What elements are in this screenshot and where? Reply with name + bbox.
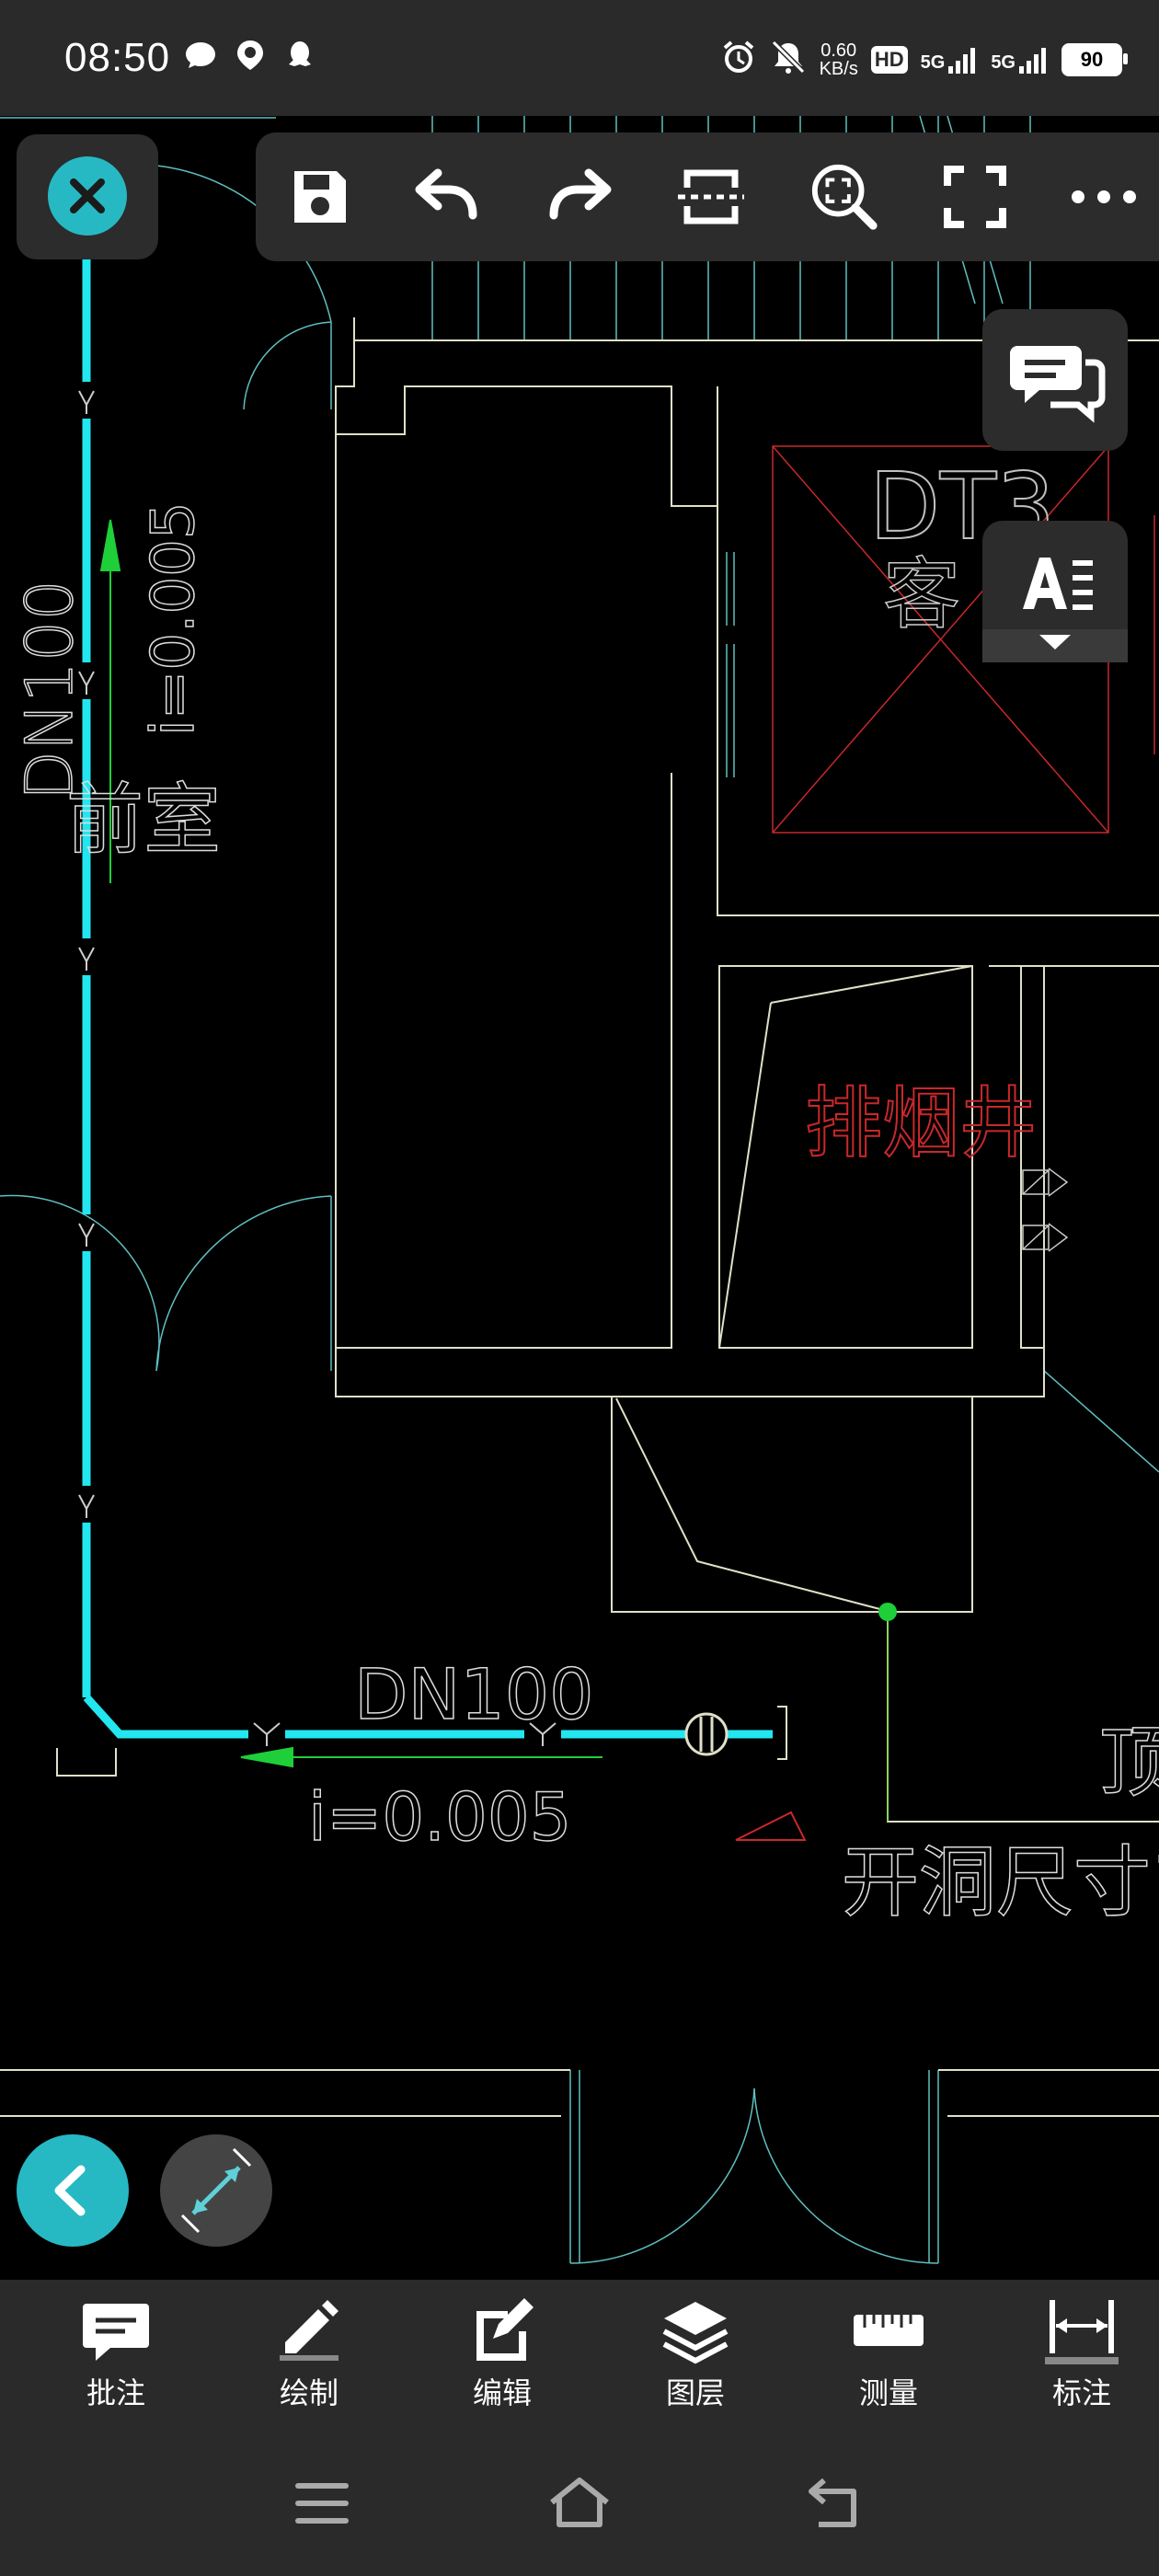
edit-icon: [465, 2298, 539, 2364]
redo-icon: [549, 168, 612, 220]
slope-label-vertical: i=0.005: [140, 501, 208, 736]
triangle-mark: [735, 1811, 807, 1841]
tab-label: 图层: [665, 2375, 725, 2410]
zoom-window-button[interactable]: [808, 160, 881, 234]
pencil-icon: [272, 2298, 346, 2364]
net-speed-unit: KB/s: [819, 58, 858, 79]
room-label-vestibule: 前室: [66, 775, 221, 865]
save-button[interactable]: [283, 160, 357, 234]
battery-indicator: 90: [1061, 42, 1128, 76]
ruler-icon: [852, 2298, 925, 2364]
pipe-y-marks: [78, 390, 557, 1746]
undo-icon: [415, 168, 477, 220]
sim1-signal: 5G: [921, 46, 979, 74]
layers-icon: [659, 2298, 732, 2364]
net-speed-value: 0.60: [820, 40, 857, 61]
save-icon: [294, 171, 346, 223]
tab-label: 标注: [1051, 2375, 1111, 2410]
tab-measure[interactable]: 测量: [815, 2298, 962, 2418]
undo-button[interactable]: [412, 160, 486, 234]
mute-icon: [770, 39, 807, 80]
close-button[interactable]: [17, 134, 158, 259]
opening-size-label: 开洞尺寸150: [842, 1837, 1159, 1927]
redo-button[interactable]: [541, 160, 614, 234]
text-style-button[interactable]: [982, 521, 1128, 662]
sim1-network-label: 5G: [920, 52, 946, 73]
fit-screen-button[interactable]: [938, 160, 1012, 234]
back-button[interactable]: [800, 2471, 874, 2536]
status-bar: 08:50 0.60 KB/s HD 5G 5G 90: [0, 0, 1159, 116]
diagonal-dimension-icon: [180, 2147, 252, 2234]
walls: [0, 317, 1159, 2117]
tab-annotate[interactable]: 批注: [42, 2298, 189, 2418]
home-icon: [550, 2478, 609, 2527]
tab-layers[interactable]: 图层: [622, 2298, 769, 2418]
more-button[interactable]: [1067, 160, 1141, 234]
zoom-window-icon: [811, 164, 878, 230]
chevron-down-icon: [1039, 635, 1071, 650]
door-swings: [0, 165, 1159, 2264]
crop-select-icon: [678, 169, 744, 224]
sim2-signal: 5G: [991, 46, 1049, 74]
smoke-shaft-label: 排烟井: [805, 1078, 1037, 1168]
recent-apps-button[interactable]: [285, 2471, 359, 2536]
vent-symbols: [1022, 1167, 1069, 1252]
tab-label: 编辑: [472, 2375, 532, 2410]
back-arrow-icon: [809, 2478, 856, 2527]
bottom-tab-bar: 批注 绘制 编辑 图层 测量 标注: [0, 2280, 1159, 2431]
comment-icon: [79, 2298, 153, 2364]
tab-label: 批注: [86, 2375, 145, 2410]
top-toolbar: [256, 132, 1159, 261]
tab-draw[interactable]: 绘制: [235, 2298, 383, 2418]
signal-bars-icon: [948, 47, 976, 74]
aligned-dimension-button[interactable]: [160, 2134, 272, 2247]
slope-label-horizontal: i=0.005: [308, 1778, 571, 1856]
tab-label: 绘制: [279, 2375, 339, 2410]
comments-button[interactable]: [982, 309, 1128, 451]
fullscreen-icon: [944, 166, 1006, 228]
menu-lines-icon: [295, 2483, 349, 2524]
cad-drawing-canvas[interactable]: DN100 i=0.005 前室 DT3 客 排烟井 DN100 i=0.005…: [0, 116, 1159, 2280]
signal-bars-icon: [1019, 47, 1046, 74]
close-icon: [48, 156, 127, 236]
chevron-left-icon: [54, 2165, 86, 2216]
top-label-partial: 顶: [1099, 1718, 1159, 1808]
tab-label: 测量: [858, 2375, 918, 2410]
pipe-label-vertical: DN100: [12, 580, 87, 800]
baidu-icon: [234, 39, 267, 72]
drain-pipe-vertical: [82, 166, 773, 1739]
status-time: 08:50: [64, 35, 171, 80]
leader-point: [878, 1603, 897, 1621]
sim2-network-label: 5G: [991, 52, 1016, 73]
pipe-label-horizontal: DN100: [354, 1653, 593, 1735]
net-speed: 0.60 KB/s: [820, 41, 858, 78]
elevator-sub-label: 客: [883, 549, 960, 639]
hd-badge: HD: [870, 45, 908, 74]
dimension-icon: [1045, 2298, 1119, 2364]
home-button[interactable]: [543, 2471, 616, 2536]
slope-arrows: [99, 519, 602, 1768]
cleanout-symbol: [684, 1712, 729, 1756]
text-style-icon: [982, 558, 1128, 662]
select-area-button[interactable]: [674, 160, 748, 234]
system-navigation-bar: [0, 2431, 1159, 2576]
more-dots-icon: [1072, 190, 1136, 203]
tab-edit[interactable]: 编辑: [429, 2298, 576, 2418]
tab-dimension[interactable]: 标注: [1008, 2298, 1155, 2418]
alarm-icon: [720, 39, 757, 80]
qq-icon: [283, 39, 316, 72]
collapse-button[interactable]: [17, 2134, 129, 2247]
message-icon: [184, 39, 217, 72]
comments-icon: [1010, 346, 1106, 423]
